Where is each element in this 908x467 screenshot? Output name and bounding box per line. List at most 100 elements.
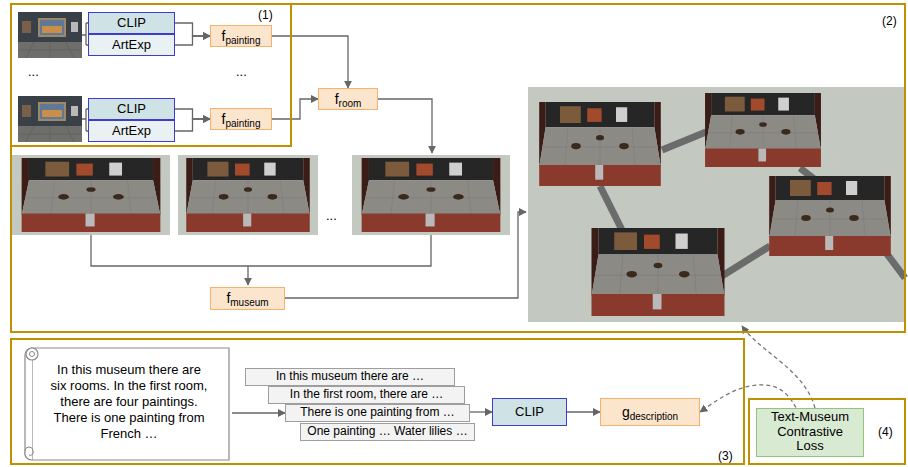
text-holder: Text-Museum Contrastive Loss [763, 410, 857, 455]
text-holder: There is one painting from … [300, 406, 455, 420]
flow-arrow [175, 109, 210, 119]
text-holder: (3) [718, 449, 733, 463]
stage-panel: In this museum there are six rooms. In t… [10, 338, 745, 465]
panel-number: (3) [718, 449, 733, 463]
symbol-subscript: painting [225, 35, 260, 46]
symbol-subscript: museum [230, 297, 268, 308]
flow-arrow [470, 411, 492, 412]
text-holder: One painting … Water lilies … [307, 425, 467, 439]
gallery-view [18, 96, 82, 142]
feature-box: gdescription [600, 398, 700, 426]
encoder-box: ArtExp [88, 34, 175, 56]
symbol-subscript: description [630, 411, 678, 422]
merge-line [91, 235, 431, 266]
feature-box: fpainting [210, 108, 272, 130]
text-holder: (1) [258, 8, 273, 22]
scroll-roll [25, 348, 32, 460]
text-holder: ArtExp [112, 124, 151, 139]
scroll-curl [26, 348, 38, 360]
symbol-letter: f [222, 111, 226, 127]
stage-panel: CLIPArtExpfpaintingCLIPArtExpfpainting(1… [10, 3, 292, 147]
text-holder: froom [335, 91, 362, 107]
node-text: In this museum there are six rooms. In t… [51, 362, 208, 441]
room-render [705, 93, 821, 167]
panel-number: (2) [882, 14, 897, 28]
symbol-letter: f [226, 290, 230, 306]
gallery-view [18, 12, 82, 58]
text-holder: (4) [878, 425, 893, 439]
scroll-curl [25, 447, 33, 455]
ellipsis-label: ... [326, 208, 337, 223]
text-holder: In this museum there are … [276, 370, 424, 384]
room-render [186, 158, 310, 232]
text-holder: In this museum there are six rooms. In t… [18, 342, 232, 442]
gallery-view-images [18, 12, 82, 142]
node-text: CLIP [117, 15, 146, 30]
flow-arrow [247, 266, 248, 285]
symbol-letter: g [622, 404, 630, 420]
museum-render [528, 87, 906, 322]
symbol-subscript: painting [225, 118, 260, 129]
scroll-sheet [32, 348, 229, 460]
text-holder: ArtExp [112, 38, 151, 53]
node-text: One painting … Water lilies … [307, 424, 467, 438]
node-text: CLIP [117, 101, 146, 116]
text-scroll: In this museum there are six rooms. In t… [18, 342, 232, 463]
text-holder: CLIP [117, 102, 146, 117]
sentence-box: There is one painting from … [285, 404, 470, 422]
encoder-box: ArtExp [88, 120, 175, 142]
encoder-box: CLIP [492, 398, 567, 426]
flow-arrow [175, 23, 210, 36]
flow-arrow [175, 119, 210, 131]
flow-arrow [567, 411, 600, 412]
room-thumbnail-ground [178, 155, 318, 235]
flow-arrow [272, 99, 318, 119]
node-text: In this museum there are … [276, 369, 424, 383]
stage-panel: CLIPArtExpfpaintingCLIPArtExpfpainting(1… [10, 3, 906, 333]
text-holder: (2) [882, 14, 897, 28]
node-text: ArtExp [112, 37, 151, 52]
loss-arrow [742, 326, 815, 408]
flow-arrow [175, 36, 210, 45]
scroll-curl [30, 352, 35, 357]
node-text: Text-Museum Contrastive Loss [771, 409, 849, 454]
panel-number: (4) [878, 425, 893, 439]
room-thumbnails [12, 155, 510, 235]
encoder-box: CLIP [88, 98, 175, 120]
ellipsis-label: ... [28, 64, 39, 79]
room-render [539, 102, 661, 186]
panel-number: (1) [258, 8, 273, 22]
text-holder: CLIP [515, 405, 544, 420]
node-text: CLIP [515, 404, 544, 419]
feature-box: fpainting [210, 25, 272, 47]
stage-panel: Text-Museum Contrastive Loss (4) [748, 398, 906, 465]
room-render [22, 158, 161, 232]
sentence-box: In this museum there are … [245, 368, 455, 386]
symbol-letter: f [222, 28, 226, 44]
text-holder: CLIP [117, 16, 146, 31]
feature-box: fmuseum [210, 287, 285, 310]
text-holder: fpainting [222, 111, 261, 127]
node-text: ArtExp [112, 123, 151, 138]
museum-ground [528, 87, 906, 322]
room-thumbnail-ground [352, 155, 510, 235]
room-render [362, 158, 501, 232]
flow-arrow [232, 412, 285, 413]
room-render [769, 176, 891, 256]
node-text: In the first room, there are … [290, 387, 443, 401]
flow-arrow [378, 99, 432, 153]
symbol-subscript: room [339, 98, 362, 109]
text-holder: gdescription [622, 404, 678, 420]
symbol-letter: f [335, 91, 339, 107]
loss-box: Text-Museum Contrastive Loss [756, 408, 864, 457]
text-holder: In the first room, there are … [290, 388, 443, 402]
node-text: There is one painting from … [300, 405, 455, 419]
sentence-box: In the first room, there are … [268, 386, 465, 404]
room-thumbnail-ground [12, 155, 170, 235]
text-holder: fpainting [222, 28, 261, 44]
feature-box: froom [318, 88, 378, 110]
flow-arrow [272, 36, 348, 88]
encoder-box: CLIP [88, 12, 175, 34]
